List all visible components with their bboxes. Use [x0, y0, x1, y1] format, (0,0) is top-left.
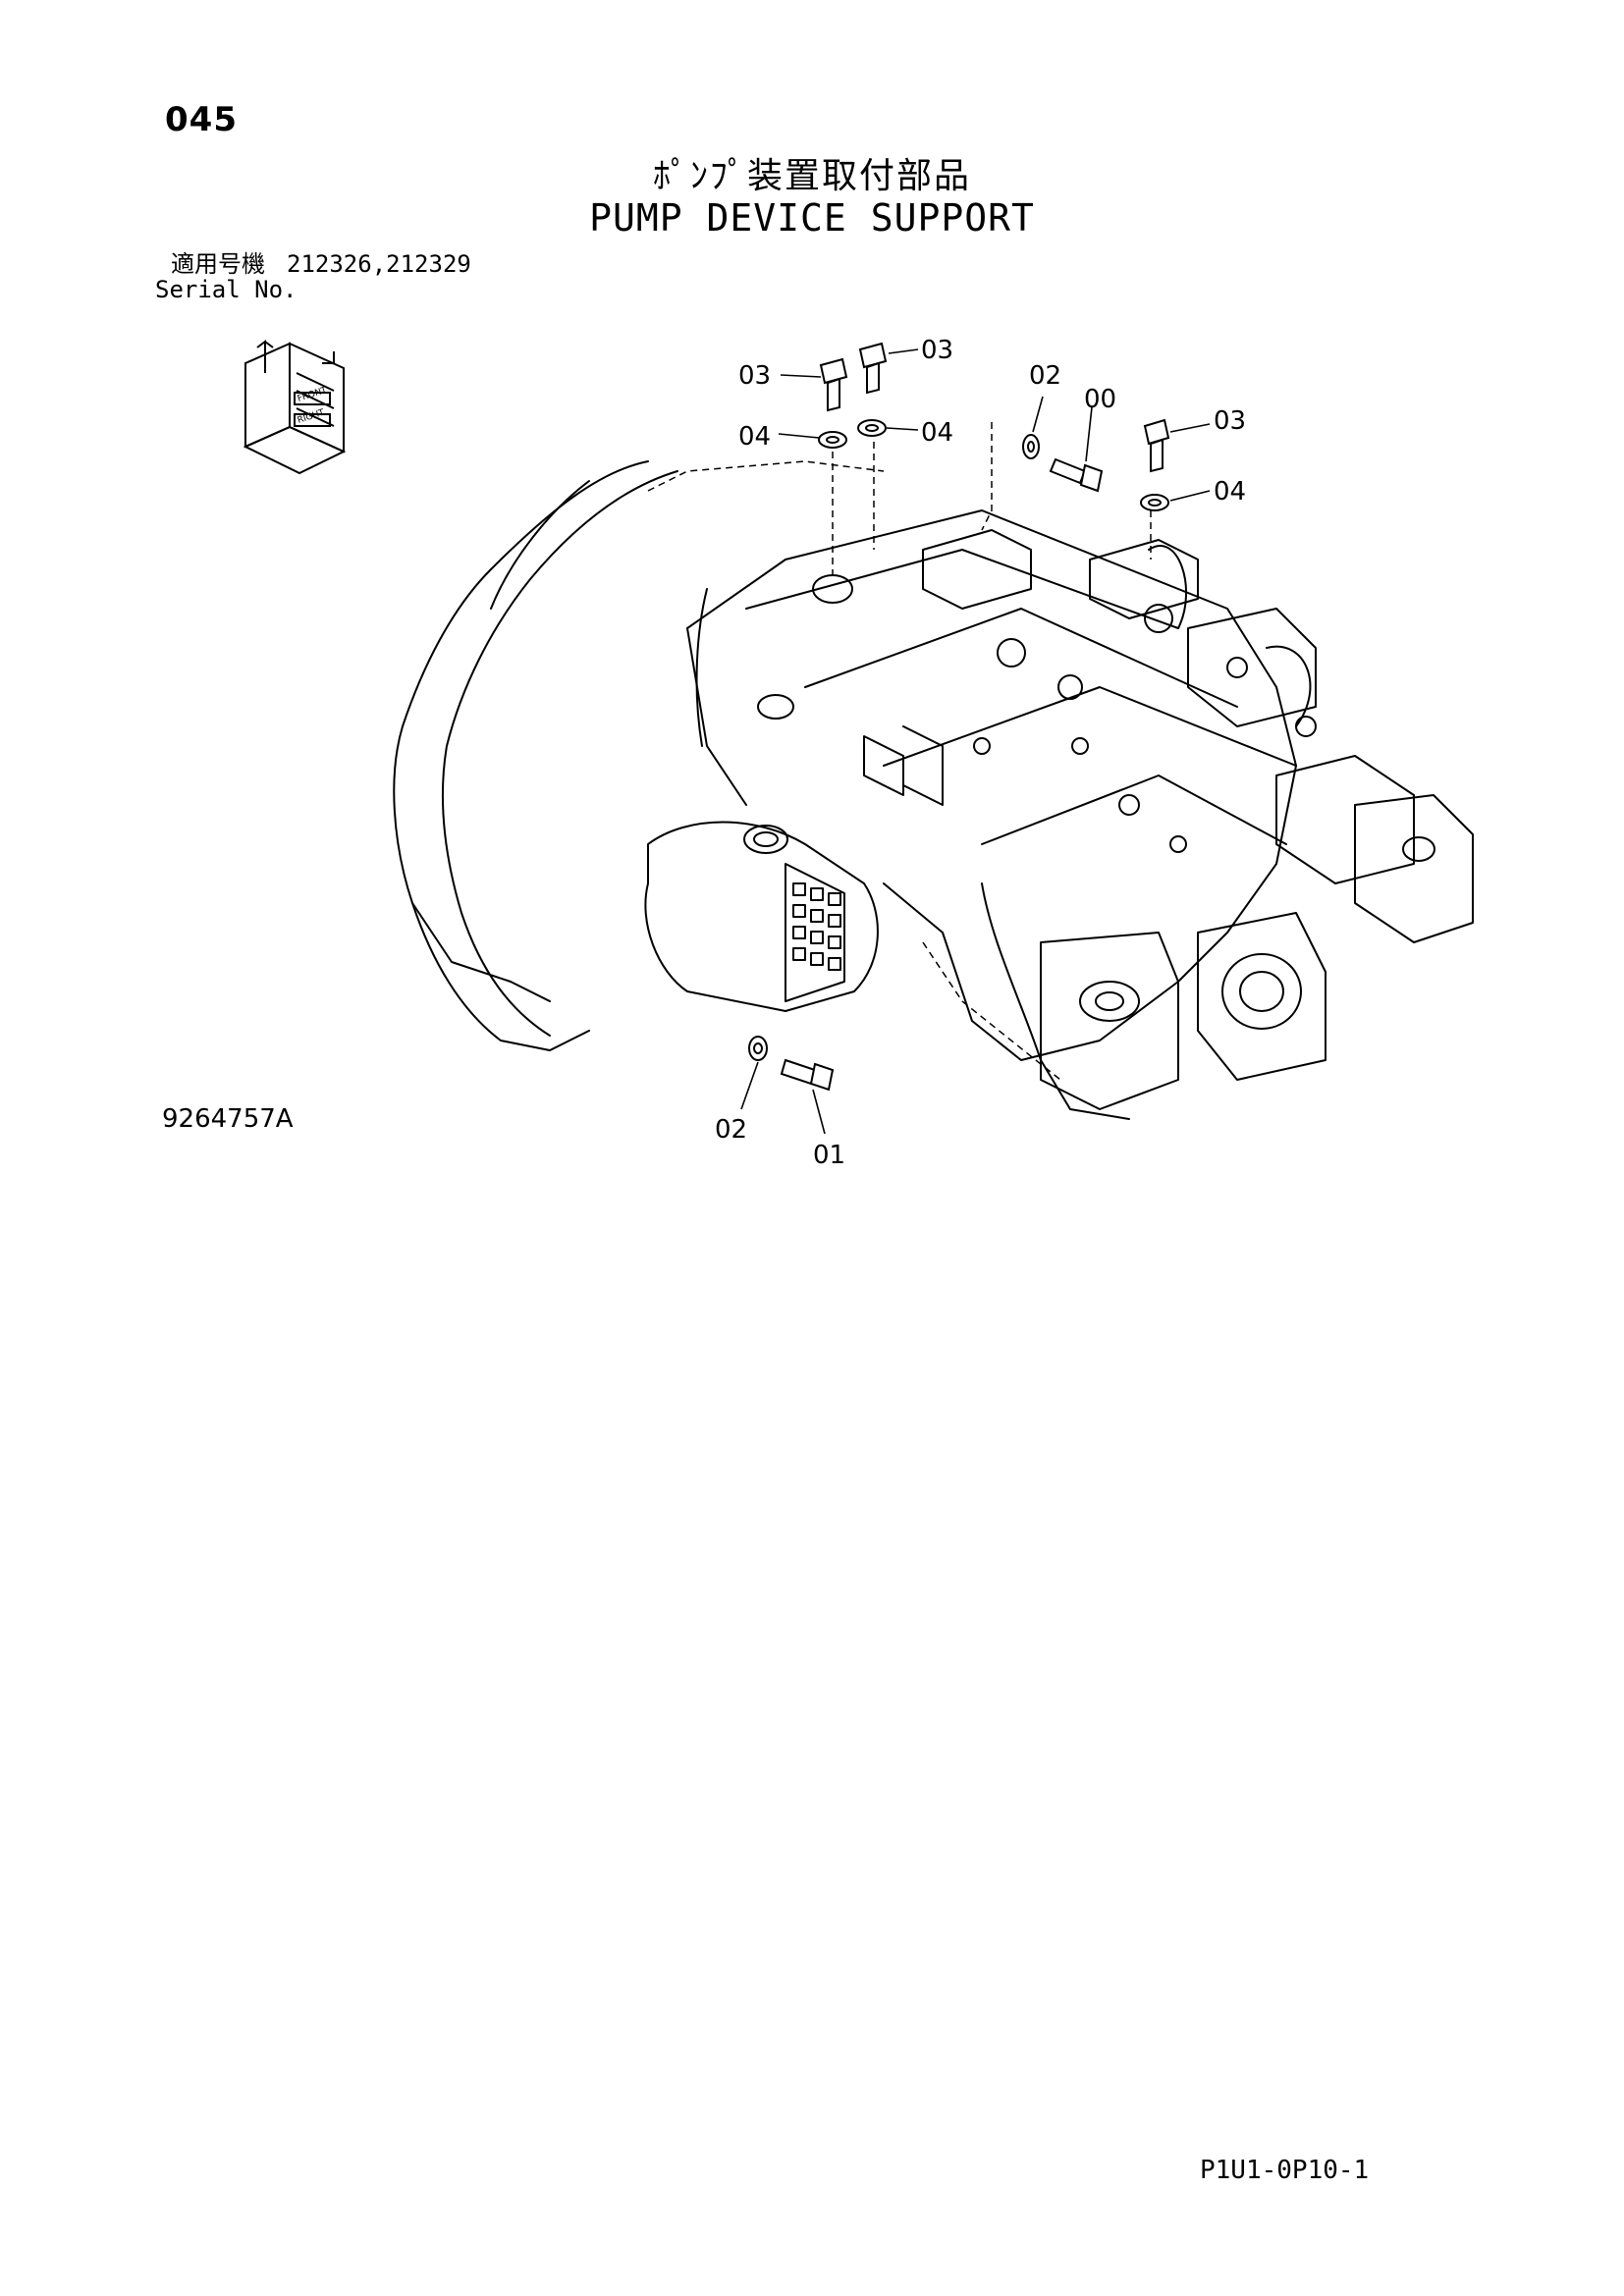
callout-01: 01 — [813, 1141, 846, 1170]
page-number: 045 — [165, 100, 238, 139]
flange-outline — [393, 460, 649, 1051]
callout-02-bottom: 02 — [715, 1115, 748, 1145]
callout-04-b: 04 — [921, 418, 954, 448]
serial-label-jp: 適用号機 — [171, 250, 265, 278]
gear-pump-body — [644, 821, 879, 1012]
outlet-flange-a — [1040, 932, 1179, 1110]
callout-04-a: 04 — [738, 422, 772, 452]
serial-row-jp: 適用号機 212326,212329 — [155, 251, 471, 277]
title-english: PUMP DEVICE SUPPORT — [589, 196, 1035, 240]
serial-block: 適用号機 212326,212329 Serial No. — [155, 251, 471, 302]
serial-numbers: 212326,212329 — [287, 250, 471, 278]
callout-03-a: 03 — [738, 361, 772, 391]
title-japanese: ﾎﾟﾝﾌﾟ装置取付部品 — [652, 156, 971, 196]
callout-00: 00 — [1084, 385, 1117, 414]
main-pump-body — [686, 509, 1297, 1061]
callout-03-b: 03 — [921, 336, 954, 365]
bolt-01 — [780, 1058, 817, 1086]
page-code: P1U1-0P10-1 — [1200, 2156, 1370, 2185]
bolt-03-a — [819, 357, 848, 385]
bolt-00 — [1049, 457, 1087, 485]
regulator-block-a — [922, 529, 1032, 610]
callout-03-c: 03 — [1214, 406, 1247, 436]
outlet-flange-b — [1197, 912, 1326, 1081]
bolt-03-b — [858, 342, 888, 369]
bolt-03-c — [1143, 418, 1170, 446]
callout-04-c: 04 — [1214, 477, 1247, 507]
callout-02-top: 02 — [1029, 361, 1062, 391]
gear-pump-grid — [792, 882, 841, 971]
drawing-code: 9264757A — [162, 1104, 294, 1134]
regulator-block-b — [1089, 539, 1199, 619]
orientation-icon: FRONT RIGHT — [243, 340, 347, 475]
serial-label-en: Serial No. — [155, 276, 298, 303]
